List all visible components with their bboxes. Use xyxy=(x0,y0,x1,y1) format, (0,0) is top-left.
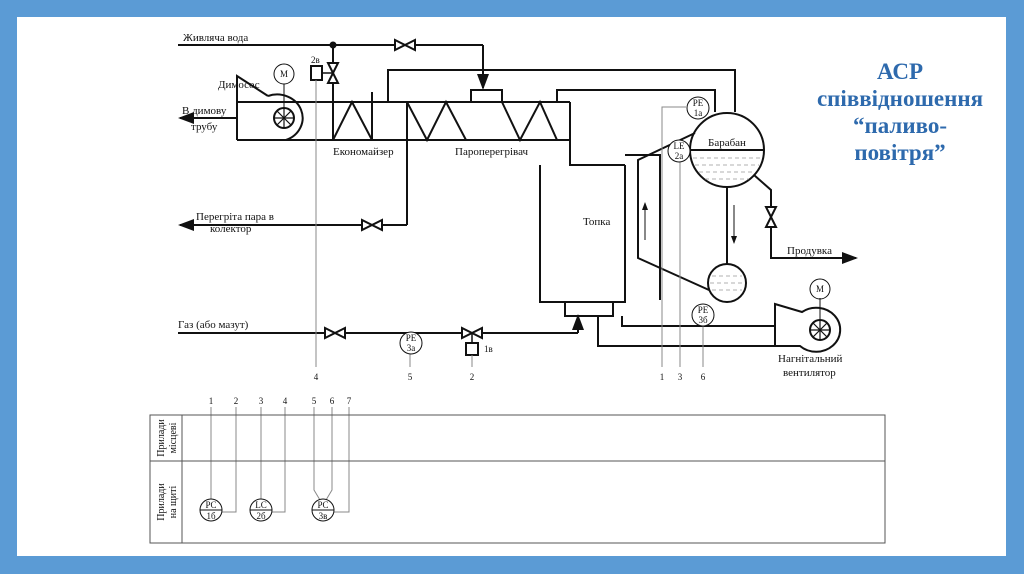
line-number: 5 xyxy=(408,372,413,382)
row-header-local-1: Прилади xyxy=(156,419,167,457)
instruments-table xyxy=(149,414,886,544)
sensor-pe3b-top: PE xyxy=(698,305,709,315)
controller-lc2b-top: LC xyxy=(255,500,267,510)
label-to-chimney-2: трубу xyxy=(191,121,218,133)
economizer-coil xyxy=(332,99,373,141)
label-actuator-2v: 2в xyxy=(311,55,320,65)
label-smoke-exhauster: Димосос xyxy=(218,79,260,91)
column-number: 4 xyxy=(283,396,288,406)
actuator-2v xyxy=(310,65,323,81)
title-line: повітря” xyxy=(854,140,946,165)
sensor-pe3a-top: PE xyxy=(406,333,417,343)
column-number: 7 xyxy=(347,396,352,406)
line-number: 2 xyxy=(470,372,475,382)
label-economizer: Економайзер xyxy=(333,146,394,158)
label-actuator-1v: 1в xyxy=(484,344,493,354)
title-line: співвідношення xyxy=(816,86,984,111)
label-drum: Барабан xyxy=(708,137,746,149)
motor-label: M xyxy=(816,284,824,294)
line-number: 1 xyxy=(660,372,665,382)
sensor-pe3a-bottom: 3а xyxy=(407,343,416,353)
feed-water-valve xyxy=(394,38,416,52)
column-number: 2 xyxy=(234,396,239,406)
title-line: АСР xyxy=(876,59,924,84)
slide-title: АСР співвідношення “паливо- повітря” xyxy=(790,58,1010,166)
burner xyxy=(564,301,614,317)
row-header-local-2: місцеві xyxy=(168,422,179,453)
steam-valve xyxy=(361,218,383,232)
sensor-le2a-top: LE xyxy=(674,141,685,151)
sensor-le2a-bottom: 2а xyxy=(675,151,684,161)
column-number: 6 xyxy=(330,396,335,406)
label-blower-1: Нагнітальний xyxy=(778,353,842,365)
line-number: 4 xyxy=(314,372,319,382)
controller-pc3v-bottom: 3в xyxy=(319,511,328,521)
sensor-pe1a-bottom: 1а xyxy=(694,108,703,118)
label-feed-water: Живляча вода xyxy=(183,32,248,44)
blowdown-valve xyxy=(764,206,778,228)
actuator-1v xyxy=(465,342,479,356)
line-number: 3 xyxy=(678,372,683,382)
label-steam-2: колектор xyxy=(210,223,252,235)
sensor-pe3a xyxy=(399,331,423,355)
sensor-pe1a-top: PE xyxy=(693,98,704,108)
column-number: 1 xyxy=(209,396,214,406)
sensor-pe3b xyxy=(691,303,715,327)
title-line: “паливо- xyxy=(852,113,948,138)
sensor-le2a xyxy=(667,139,691,163)
smoke-exhauster-motor xyxy=(273,63,295,85)
column-number: 3 xyxy=(259,396,264,406)
gas-valve xyxy=(324,326,346,340)
controller-pc1b-bottom: 1б xyxy=(206,511,216,521)
superheater-coil xyxy=(406,99,471,143)
line-number: 6 xyxy=(701,372,706,382)
controller-pc1b-top: PC xyxy=(205,500,216,510)
blower-motor xyxy=(809,278,831,300)
label-blowdown: Продувка xyxy=(787,245,832,257)
sensor-pe3b-bottom: 3б xyxy=(698,315,708,325)
motor-label: M xyxy=(280,69,288,79)
row-header-panel-2: на щиті xyxy=(168,486,179,519)
smoke-exhauster xyxy=(267,93,304,141)
column-number: 5 xyxy=(312,396,317,406)
row-header-panel-1: Прилади xyxy=(156,483,167,521)
label-blower-2: вентилятор xyxy=(783,367,836,379)
label-furnace: Топка xyxy=(583,216,610,228)
furnace xyxy=(333,139,626,303)
label-steam-1: Перегріта пара в xyxy=(196,211,274,223)
controller-lc2b-bottom: 2б xyxy=(256,511,266,521)
label-superheater: Пароперегрівач xyxy=(455,146,529,158)
label-to-chimney-1: В димову xyxy=(182,105,227,117)
sensor-pe1a xyxy=(686,96,710,120)
label-gas: Газ (або мазут) xyxy=(178,319,249,331)
controller-pc3v-top: PC xyxy=(317,500,328,510)
